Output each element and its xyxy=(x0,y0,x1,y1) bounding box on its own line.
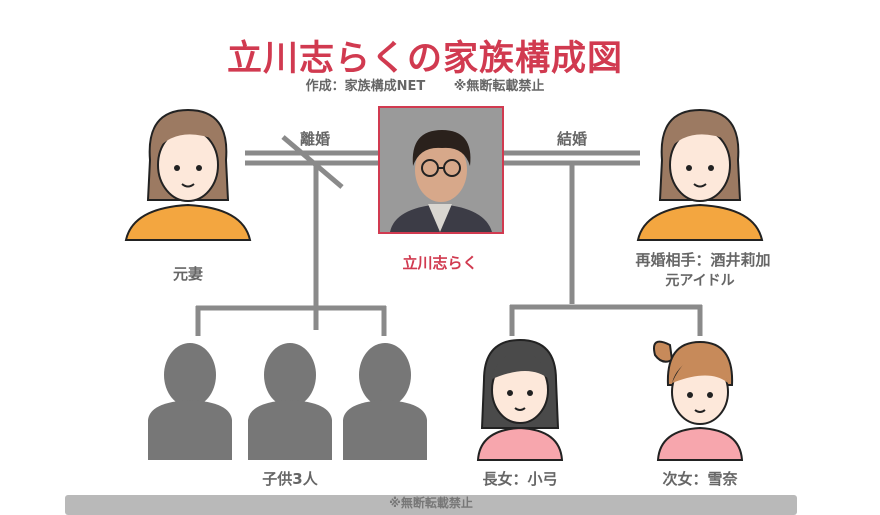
children-silhouettes xyxy=(148,343,427,460)
subtitle: 作成：家族構成NET ※無断転載禁止 xyxy=(0,75,850,94)
notice: ※無断転載禁止 xyxy=(453,79,545,94)
silhouette-icon xyxy=(148,343,232,460)
silhouette-icon xyxy=(248,343,332,460)
portrait-icon xyxy=(380,108,502,232)
wife-avatar xyxy=(636,108,764,241)
daughter2-avatar xyxy=(653,340,744,461)
center-person-photo xyxy=(378,106,504,234)
marriage-label: 結婚 xyxy=(556,130,587,148)
daughter1-avatar xyxy=(476,338,564,461)
wife-note: 元アイドル xyxy=(665,273,735,289)
children-ex-label: 子供3人 xyxy=(262,470,318,488)
ex-wife-avatar xyxy=(124,108,252,241)
wife-label: 再婚相手：酒井莉加 xyxy=(635,251,771,269)
credit: 作成：家族構成NET xyxy=(305,79,426,94)
page-title: 立川志らくの家族構成図 xyxy=(226,39,623,79)
ex-wife-label: 元妻 xyxy=(172,265,203,283)
divorce-label: 離婚 xyxy=(299,130,330,148)
center-person-name: 立川志らく xyxy=(402,254,478,272)
daughter1-label: 長女：小弓 xyxy=(482,470,558,488)
silhouette-icon xyxy=(343,343,427,460)
daughter2-label: 次女：雪奈 xyxy=(662,470,738,488)
footer-notice: ※無断転載禁止 xyxy=(65,495,797,515)
